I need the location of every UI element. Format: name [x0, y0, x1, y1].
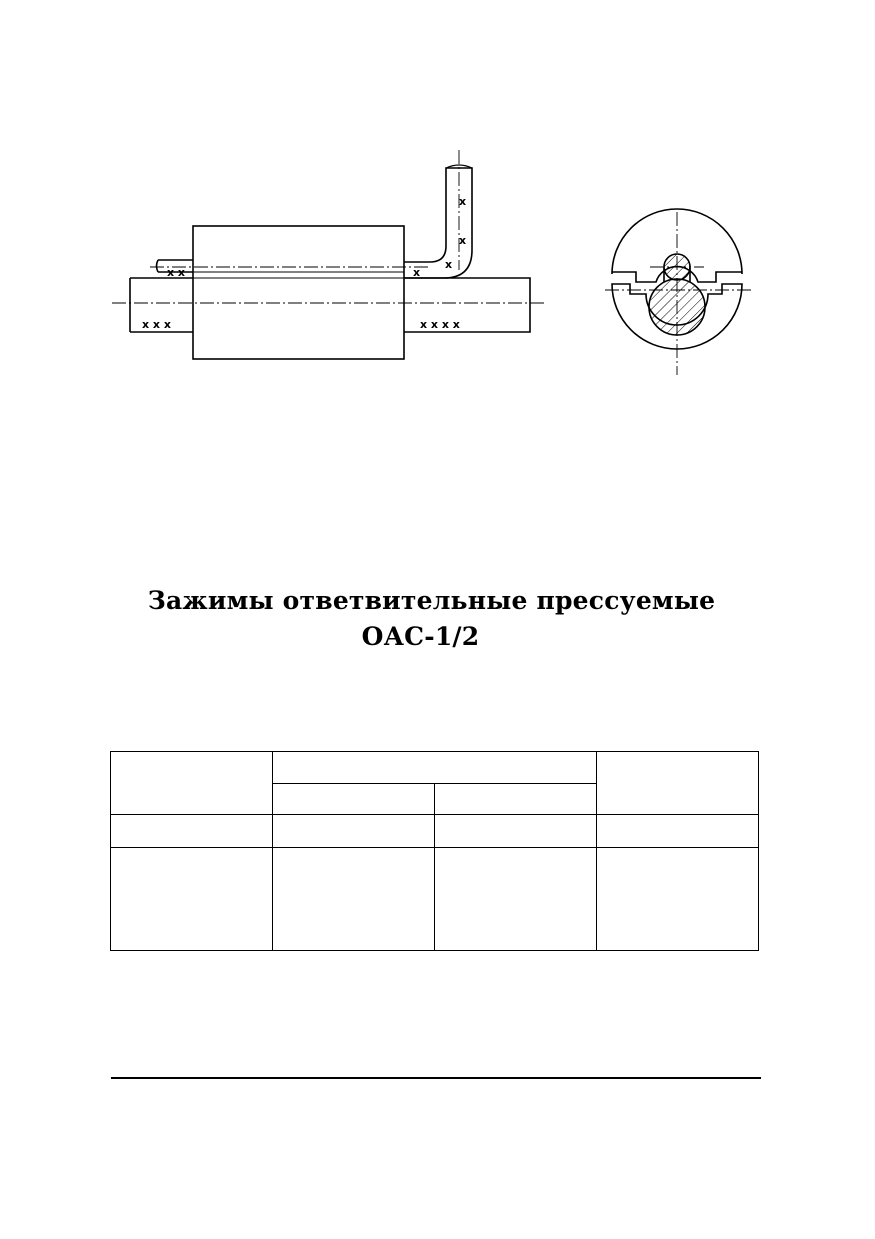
- document-title: Зажимы ответвительные прессуемые: [147, 586, 716, 615]
- svg-text:x x: x x: [167, 266, 185, 279]
- technical-drawing: x x x x x x x x x x x x x: [112, 150, 752, 375]
- side-view: [129, 164, 531, 360]
- table-cell: [272, 814, 435, 849]
- table-cell: [434, 814, 597, 849]
- svg-text:x: x: [445, 258, 452, 271]
- branch-conductor-bend: [404, 167, 473, 279]
- table-cell: [110, 814, 273, 849]
- table-cell: [596, 750, 759, 816]
- svg-text:x x x x: x x x x: [420, 318, 460, 331]
- svg-text:x: x: [459, 195, 466, 208]
- svg-text:x: x: [413, 266, 420, 279]
- svg-text:x x x: x x x: [142, 318, 171, 331]
- table-cell: [596, 847, 759, 951]
- table-row: [110, 847, 759, 951]
- press-sleeve: [192, 225, 405, 360]
- branch-conductor-left: [155, 259, 193, 273]
- spec-table: [110, 750, 759, 951]
- main-conductor-right: [404, 277, 531, 333]
- table-row: [111, 783, 759, 816]
- footer-rule: [111, 1077, 761, 1079]
- table-row: [110, 814, 759, 849]
- section-view: [605, 208, 752, 375]
- table-cell: [434, 783, 597, 816]
- table-row: [110, 750, 759, 816]
- table-cell: [110, 750, 273, 816]
- main-conductor-left: [129, 277, 193, 333]
- table-cell: [596, 814, 759, 849]
- table-cell: [434, 847, 597, 951]
- table-cell: [110, 847, 273, 951]
- svg-text:x: x: [459, 234, 466, 247]
- table-cell: [272, 783, 435, 816]
- center-lines: [112, 150, 545, 304]
- hatch-marks: x x x x x x x x x x x x x: [142, 195, 466, 331]
- document-model: ОАС-1/2: [361, 622, 480, 651]
- table-cell: [272, 847, 435, 951]
- table-cell: [272, 750, 597, 785]
